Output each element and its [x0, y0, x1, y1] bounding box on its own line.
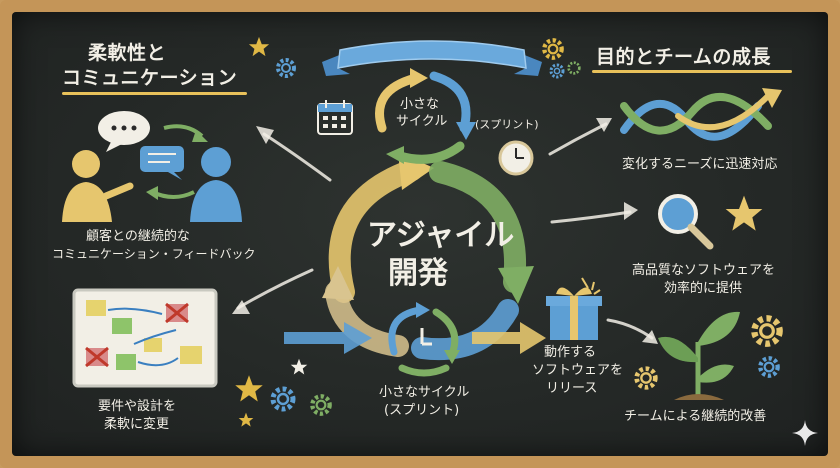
output-arrow [472, 322, 546, 354]
star-icon [290, 358, 308, 375]
sparkle-icon [792, 420, 818, 446]
gear-icon [567, 61, 581, 75]
right-heading-underline [592, 70, 792, 73]
ribbon-banner-icon [322, 40, 542, 76]
right-heading: 目的とチームの成長 [596, 46, 771, 68]
left-heading-line1: 柔軟性と [88, 42, 167, 64]
center-title-line2: 開発 [388, 256, 448, 291]
gear-icon [276, 58, 296, 78]
bottom-cycle-label-line2: (スプリント) [384, 403, 460, 418]
gear-icon [310, 394, 332, 416]
clock-icon [498, 140, 534, 176]
chalkboard: 柔軟性と コミュニケーション 目的とチームの成長 アジャイル 開発 [12, 12, 828, 456]
quality-caption-line1: 高品質なソフトウェアを [632, 263, 776, 278]
star-icon [725, 195, 763, 231]
star-icon [235, 375, 263, 402]
top-small-cycle [375, 68, 476, 164]
gear-icon [542, 38, 564, 60]
wavy-arrows-icon [620, 88, 782, 141]
top-cycle-sprint-label: (スプリント) [475, 118, 539, 131]
magnifying-glass-icon [658, 194, 714, 250]
star-icon [238, 412, 254, 427]
input-arrow [284, 322, 372, 354]
gear-icon [751, 315, 783, 347]
gift-box-icon [546, 277, 602, 340]
gear-icon [270, 386, 296, 412]
customer-caption-line1: 顧客との継続的な [86, 229, 190, 244]
gear-icon [758, 356, 780, 378]
change-caption: 変化するニーズに迅速対応 [622, 157, 778, 172]
gear-icon [549, 63, 565, 79]
release-caption-line3: リリース [546, 381, 598, 396]
bottom-small-cycle [388, 302, 460, 377]
top-cycle-label-line2: サイクル [396, 114, 448, 129]
gear-icon [634, 366, 658, 390]
kanban-whiteboard-illustration [72, 288, 218, 388]
requirements-caption-line2: 柔軟に変更 [104, 417, 170, 432]
customer-caption-line2: コミュニケーション・フィードバック [52, 247, 256, 261]
center-title-line1: アジャイル [367, 218, 515, 253]
customer-team-illustration [62, 111, 242, 222]
requirements-caption-line1: 要件や設計を [98, 399, 177, 414]
team-caption: チームによる継続的改善 [624, 409, 767, 424]
left-heading-underline [62, 92, 247, 95]
calendar-icon [317, 100, 353, 135]
top-cycle-label-line1: 小さな [400, 97, 440, 112]
sprout-plant-icon [658, 311, 740, 400]
bottom-cycle-label-line1: 小さなサイクル [379, 385, 470, 400]
quality-caption-line2: 効率的に提供 [664, 281, 743, 296]
star-icon [248, 36, 270, 57]
connector-arrows [232, 118, 658, 344]
release-caption-line2: ソフトウェアを [532, 363, 624, 378]
release-caption-line1: 動作する [544, 345, 597, 360]
left-heading-line2: コミュニケーション [62, 67, 238, 89]
